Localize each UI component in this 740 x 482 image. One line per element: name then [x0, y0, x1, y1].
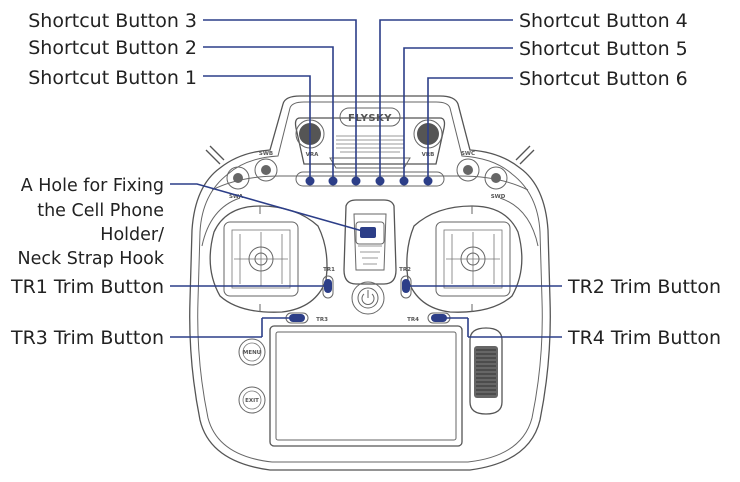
shortcut-button-5[interactable]	[399, 176, 409, 186]
scroll-wheel[interactable]	[474, 346, 498, 398]
switch-swb[interactable]	[254, 158, 278, 182]
swb-label: SWB	[259, 151, 273, 157]
label-shortcut-2: Shortcut Button 2	[28, 37, 197, 59]
label-hole-line-3: Holder/	[100, 225, 164, 245]
vra-label: VRA	[306, 152, 319, 158]
tr1-mark: TR1	[323, 267, 335, 273]
label-tr2: TR2 Trim Button	[567, 276, 721, 298]
power-button[interactable]	[357, 287, 379, 309]
switch-swc[interactable]	[456, 158, 480, 182]
tr3-mark: TR3	[316, 317, 328, 323]
label-shortcut-6: Shortcut Button 6	[519, 68, 688, 90]
shortcut-button-4[interactable]	[375, 176, 385, 186]
menu-button[interactable]	[238, 338, 266, 366]
label-hole-line-4: Neck Strap Hook	[18, 249, 165, 269]
swd-label: SWD	[491, 194, 506, 200]
phone-holder-hole[interactable]	[360, 227, 376, 238]
shortcut-button-6[interactable]	[423, 176, 433, 186]
trim-tr2[interactable]	[400, 275, 412, 299]
tr4-mark: TR4	[407, 317, 419, 323]
shortcut-button-2[interactable]	[328, 176, 338, 186]
label-hole-line-2: the Cell Phone	[37, 201, 164, 221]
right-gimbal[interactable]	[406, 205, 523, 313]
label-shortcut-1: Shortcut Button 1	[28, 67, 197, 89]
switch-swa[interactable]	[226, 166, 250, 190]
switch-swd[interactable]	[484, 166, 508, 190]
labels: Shortcut Button 3 Shortcut Button 2 Shor…	[10, 10, 721, 349]
shortcut-button-1[interactable]	[305, 176, 315, 186]
trim-tr1[interactable]	[322, 275, 334, 299]
left-gimbal[interactable]	[209, 205, 328, 313]
swa-label: SWA	[229, 194, 244, 200]
menu-label: MENU	[243, 350, 261, 356]
label-tr1: TR1 Trim Button	[10, 276, 164, 298]
swc-label: SWC	[461, 151, 475, 157]
logo-text: FLYSKY	[348, 113, 392, 124]
label-hole-line-1: A Hole for Fixing	[21, 176, 164, 196]
label-shortcut-5: Shortcut Button 5	[519, 38, 688, 60]
tr2-mark: TR2	[399, 267, 411, 273]
exit-button[interactable]	[238, 386, 266, 414]
shortcut-button-3[interactable]	[351, 176, 361, 186]
exit-label: EXIT	[245, 398, 259, 404]
label-tr4: TR4 Trim Button	[567, 327, 721, 349]
transmitter-body: FLYSKY VRA VRB SWA SWB SWC SWD	[189, 95, 551, 471]
label-shortcut-3: Shortcut Button 3	[28, 10, 197, 32]
lcd-screen	[269, 325, 463, 447]
label-shortcut-4: Shortcut Button 4	[519, 10, 688, 32]
callouts	[170, 19, 562, 338]
label-tr3: TR3 Trim Button	[10, 327, 164, 349]
